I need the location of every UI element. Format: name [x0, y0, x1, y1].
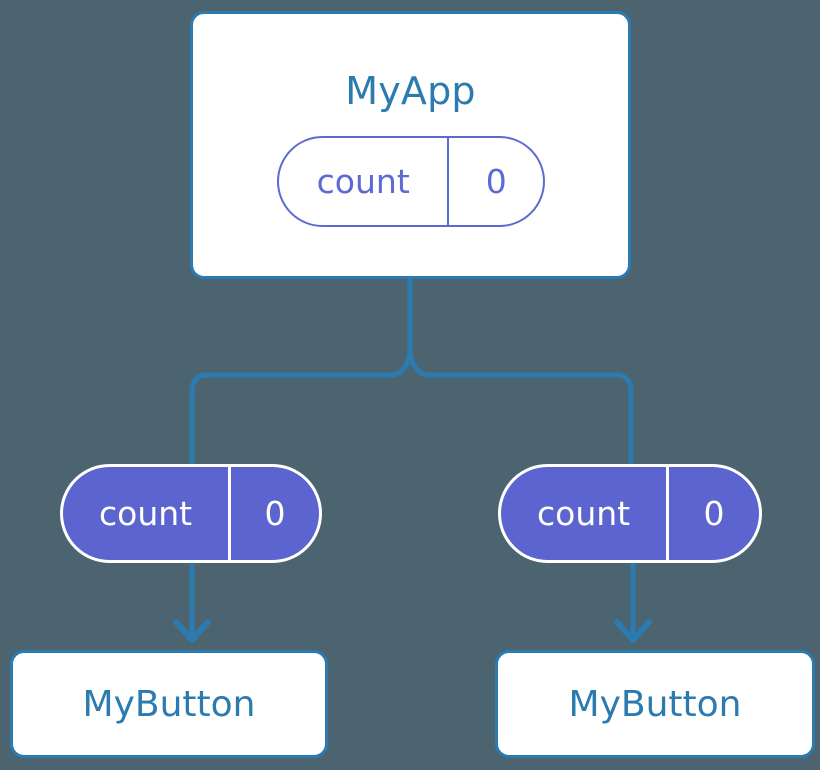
component-title-mybutton-right: MyButton [568, 683, 742, 725]
arrow-down-icon-right [614, 563, 652, 643]
state-pill-myapp[interactable]: count 0 [277, 136, 545, 227]
component-box-mybutton-right[interactable]: MyButton [495, 650, 815, 758]
props-pill-right-value: 0 [703, 494, 725, 533]
component-title-mybutton-left: MyButton [82, 683, 256, 725]
props-pill-right[interactable]: count 0 [498, 464, 762, 563]
fork-branch-right [407, 347, 634, 464]
arrow-down-icon-left [173, 563, 211, 643]
state-pill-key: count [279, 138, 450, 225]
fork-branch-left [189, 347, 413, 464]
props-pill-left-key: count [63, 467, 232, 560]
props-pill-left[interactable]: count 0 [60, 464, 322, 563]
component-box-mybutton-left[interactable]: MyButton [10, 650, 328, 758]
state-pill-value: 0 [485, 162, 507, 201]
component-title-myapp: MyApp [345, 69, 476, 113]
props-pill-left-value: 0 [264, 494, 286, 533]
props-pill-right-key: count [501, 467, 670, 560]
